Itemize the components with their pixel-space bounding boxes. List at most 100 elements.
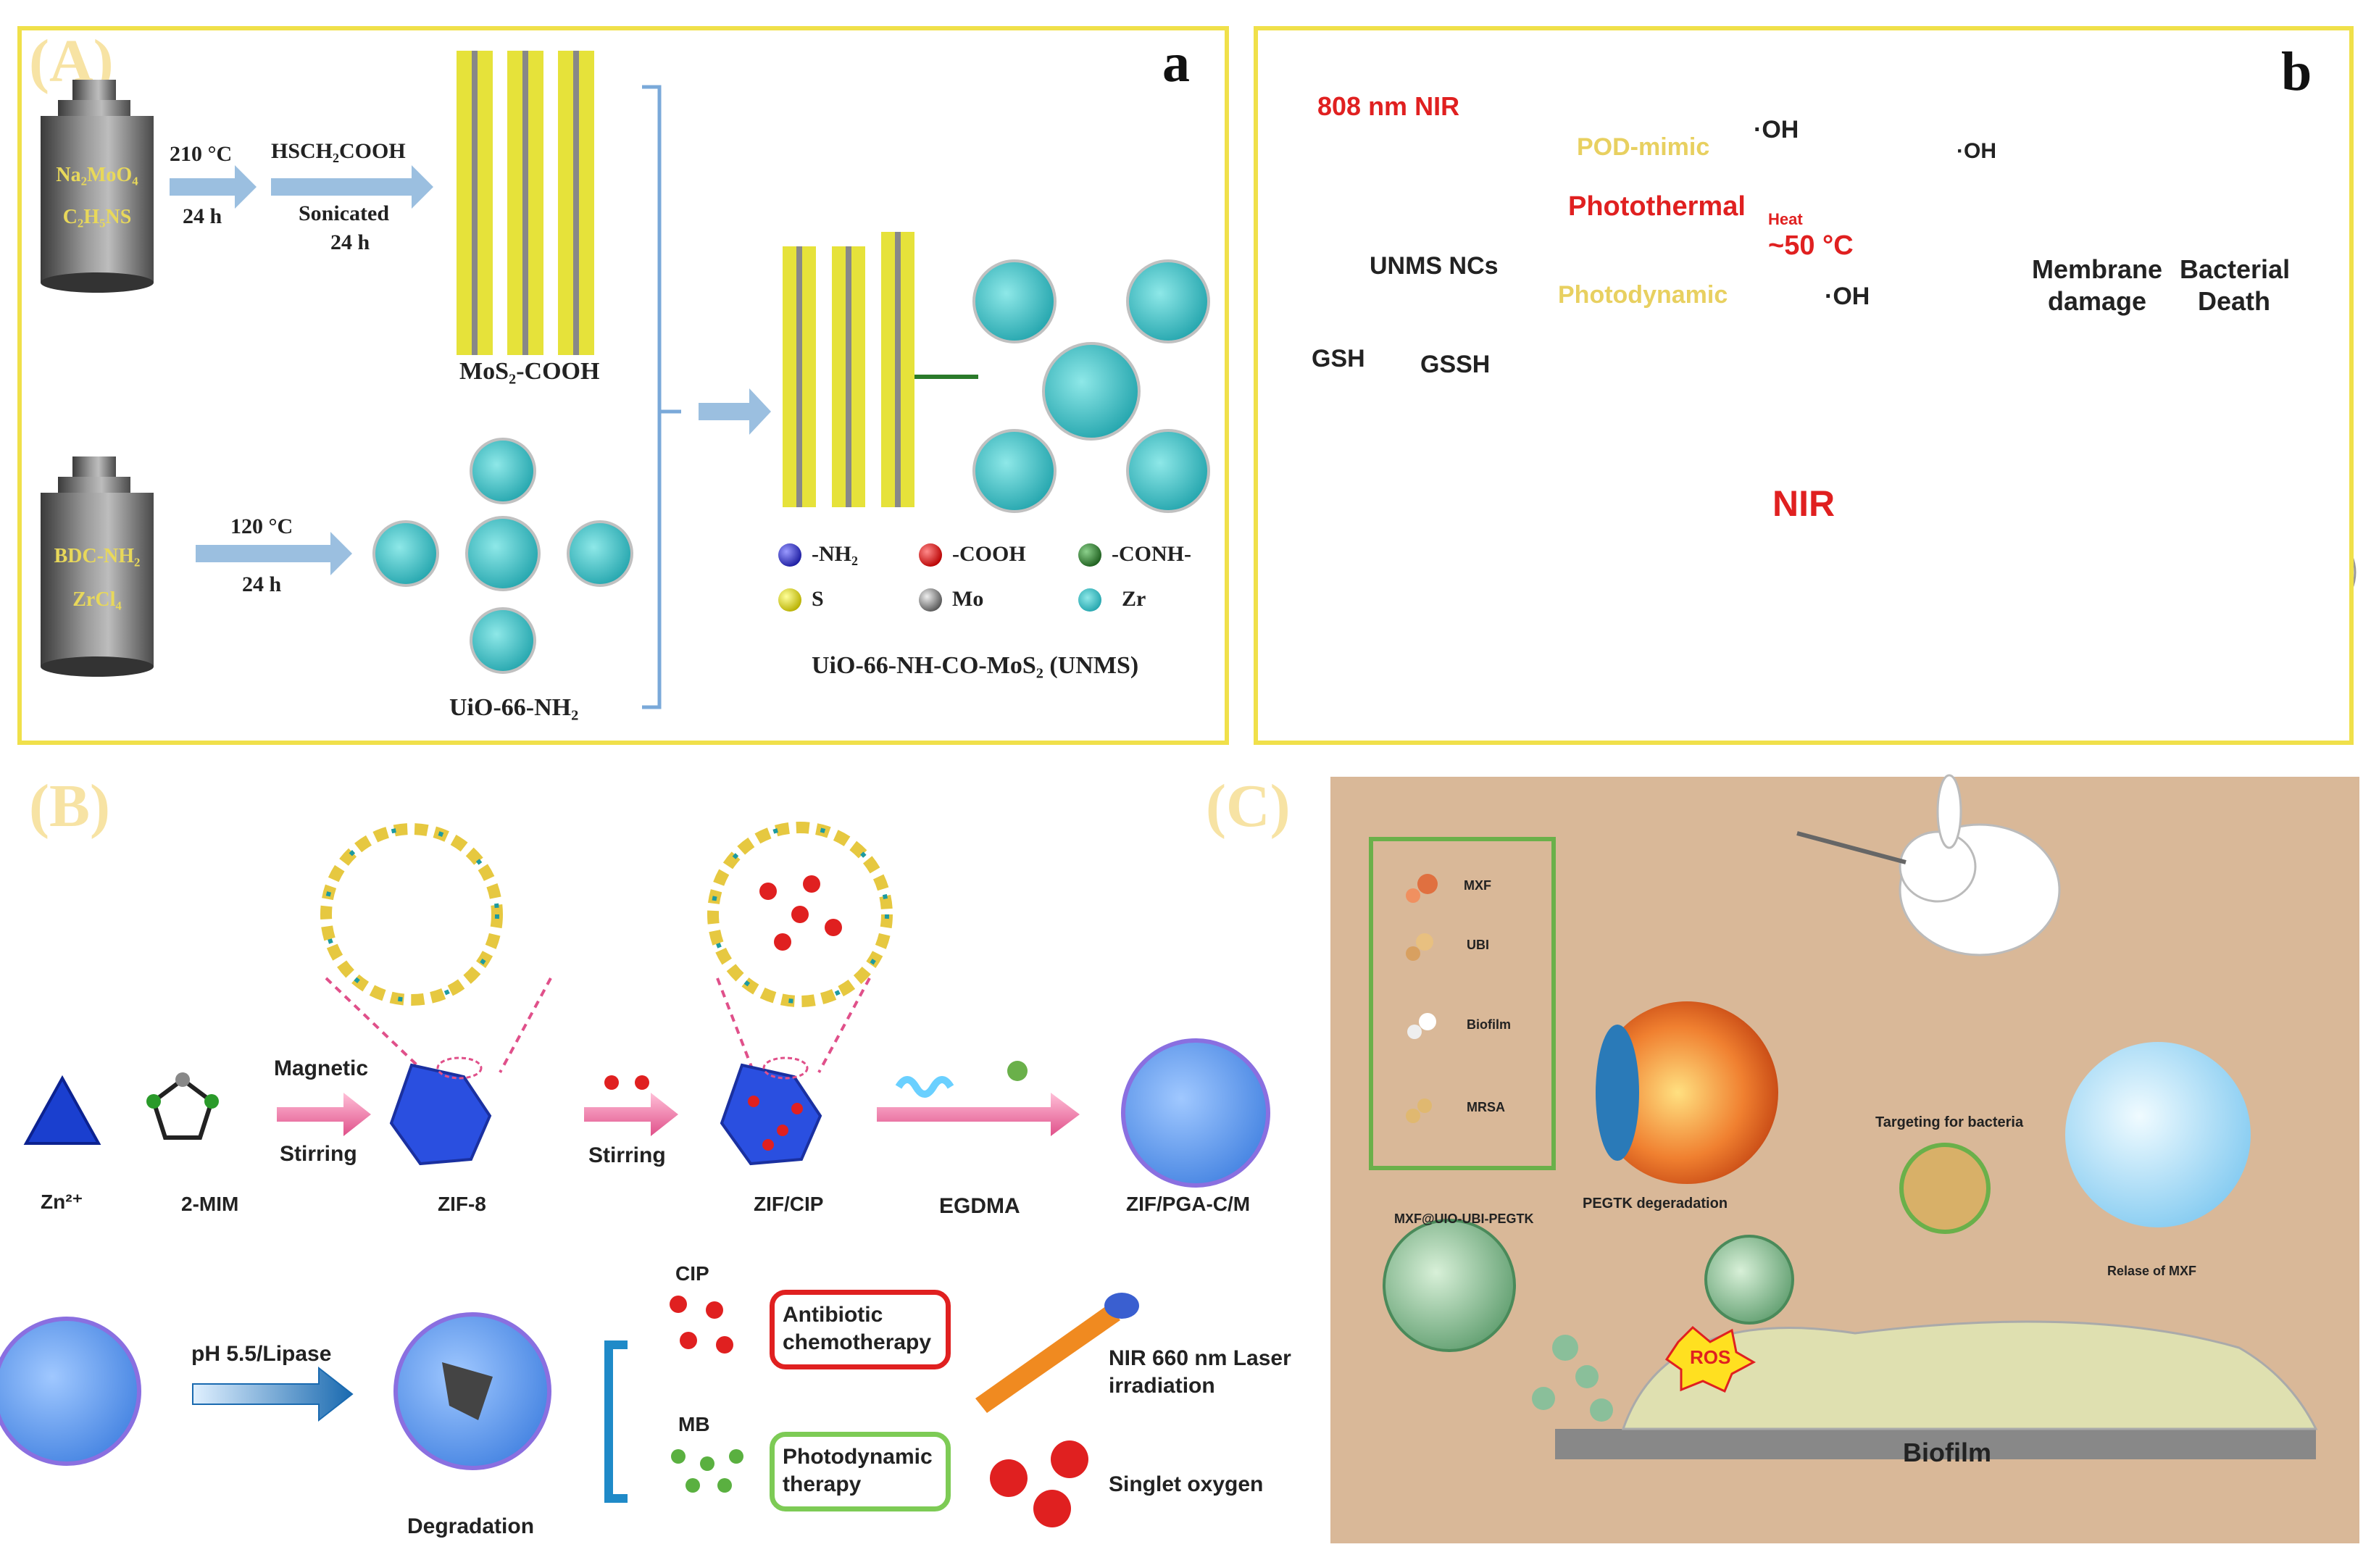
singlet-label-2: ¹O₂: [1924, 213, 1951, 233]
bacterial-death-label: Bacterial Death: [2180, 254, 2291, 316]
zif8-polyhedron: [389, 1063, 492, 1166]
panel-sublabel-a: a: [1162, 33, 1190, 93]
biofilm-substrate: [1555, 1429, 2316, 1459]
nir-laser-label: NIR 660 nm Laser irradiation: [1109, 1346, 1291, 1398]
cylinder-1-label-1: Na₂MoO₄: [56, 164, 138, 186]
photothermal-label: Photothermal: [1568, 191, 1746, 222]
product-uio66-nh2: UiO-66-NH₂: [449, 694, 579, 721]
antibiotic-label: Antibiotic chemotherapy: [783, 1303, 932, 1354]
cylinder-1-label-2: C₂H₅NS: [62, 206, 132, 228]
legend-mo-label: Mo: [952, 587, 984, 611]
final-product-label: UiO-66-NH-CO-MoS₂ (UNMS): [812, 652, 1139, 679]
step1-temperature: 210 °C: [170, 142, 233, 166]
gsh-label: GSH: [1312, 345, 1365, 372]
panel-label-B: (B): [29, 772, 110, 840]
ros-burst-icon: [1664, 1325, 1757, 1393]
legend-zr-ball: [1078, 588, 1101, 612]
ph-lipase-label: pH 5.5/Lipase: [191, 1342, 332, 1366]
mxf-uio-label: MXF@UIO-UBI-PEGTK: [1394, 1212, 1534, 1226]
oh-label-3: ·OH: [1957, 139, 1996, 163]
magnetic-label: Magnetic: [274, 1056, 369, 1080]
stirring-label-2: Stirring: [588, 1143, 666, 1167]
temperature-label: ~50 °C: [1768, 230, 1854, 261]
antibiotic-box: [770, 1290, 951, 1369]
uio66-framework-final: [914, 259, 1210, 513]
uio66-framework: [372, 438, 633, 674]
step2-time: 24 h: [330, 230, 370, 254]
legend-mxf-label: MXF: [1464, 878, 1491, 893]
eye-icon: [1596, 1001, 1778, 1184]
o2-label: O₂: [1525, 309, 1548, 330]
oh-label-1: ·OH: [1754, 116, 1799, 143]
cylinder-2-label-2: ZrCl₄: [72, 588, 122, 611]
cip-label: CIP: [675, 1262, 709, 1285]
photodynamic-box: [770, 1432, 951, 1511]
mb-particles: [671, 1449, 743, 1493]
zif-pga-sphere-2: [0, 1317, 141, 1466]
photodynamic-label: Photodynamic therapy: [783, 1445, 933, 1496]
reactor-cylinder-2: [41, 456, 154, 677]
h2o2-label: H₂O₂: [1520, 99, 1559, 117]
legend-zr-label: Zr: [1122, 587, 1146, 611]
cip-particles: [670, 1296, 733, 1354]
zif-pga-label: ZIF/PGA-C/M: [1126, 1193, 1251, 1215]
ros-label: ROS: [1690, 1346, 1731, 1368]
cylinder-2-label-1: BDC-NH₂: [54, 545, 141, 567]
mb-label: MB: [678, 1413, 710, 1435]
gssh-label: GSSH: [1420, 351, 1491, 378]
pod-mimic-label: POD-mimic: [1577, 133, 1710, 161]
step1-time: 24 h: [183, 204, 222, 228]
zn-triangle-icon: [23, 1075, 101, 1145]
panel-c-legend-box: [1369, 837, 1556, 1170]
zif8-label: ZIF-8: [438, 1193, 486, 1215]
zif-cage-2: [707, 822, 893, 1007]
zif-pga-sphere: [1121, 1038, 1270, 1188]
release-label: Relase of MXF: [2107, 1264, 2197, 1278]
laser-beam-icon: [975, 1304, 1120, 1413]
mxf-uio-nanoparticle: [1383, 1219, 1516, 1352]
panel-sublabel-b: b: [2281, 41, 2312, 102]
membrane-damage-label: Membrane damage: [2031, 254, 2163, 316]
legend-s-ball: [778, 588, 801, 612]
biofilm-label: Biofilm: [1903, 1438, 1991, 1467]
photodynamic-label: Photodynamic: [1558, 281, 1728, 309]
unms-label: UNMS NCs: [1370, 252, 1499, 280]
panel-label-C: (C): [1206, 772, 1291, 840]
legend-s-label: S: [812, 587, 824, 611]
degradation-label: Degradation: [407, 1514, 535, 1538]
zifcip-label: ZIF/CIP: [754, 1193, 824, 1215]
mim-ring-icon: [151, 1077, 214, 1140]
panel-b: [1254, 26, 2354, 745]
legend-cooh-label: -COOH: [952, 542, 1026, 566]
laser-808-label: 808 nm NIR: [1317, 91, 1460, 121]
legend-cooh-ball: [919, 543, 942, 567]
panel-a: [17, 26, 1229, 745]
step3-time: 24 h: [242, 572, 282, 596]
singlet-oxygen-particles: [990, 1440, 1088, 1527]
mim-label: 2-MIM: [181, 1193, 239, 1215]
legend-mo-ball: [919, 588, 942, 612]
stirring-label-1: Stirring: [280, 1142, 357, 1166]
legend-biofilm-label: Biofilm: [1467, 1017, 1511, 1032]
legend-mrsa-label: MRSA: [1467, 1100, 1505, 1114]
egdma-label: EGDMA: [939, 1194, 1020, 1218]
singlet-oxygen-label: Singlet oxygen: [1109, 1472, 1264, 1496]
mos2-layers-top: [457, 51, 594, 355]
legend-nh2-label: -NH₂: [812, 542, 858, 566]
release-zoom-circle: [2065, 1042, 2251, 1227]
oh-label-2: ·OH: [1825, 283, 1870, 310]
step2-reagent: HSCH₂COOH: [271, 139, 406, 163]
legend-ubi-label: UBI: [1467, 938, 1489, 952]
zn-label: Zn²⁺: [41, 1190, 83, 1213]
legend-nh2-ball: [778, 543, 801, 567]
reactor-cylinder-1: [41, 80, 154, 293]
targeting-label: Targeting for bacteria: [1875, 1114, 2024, 1130]
legend-conh-ball: [1078, 543, 1101, 567]
singlet-label: ¹O₂: [1772, 285, 1802, 307]
step3-temperature: 120 °C: [230, 514, 293, 538]
zif-cage-1: [320, 823, 503, 1006]
product-mos2-cooh: MoS₂-COOH: [459, 358, 600, 385]
legend-conh-label: -CONH-: [1112, 542, 1191, 566]
pegtk-label: PEGTK degeradation: [1583, 1196, 1728, 1212]
nir-label: NIR: [1772, 483, 1835, 524]
